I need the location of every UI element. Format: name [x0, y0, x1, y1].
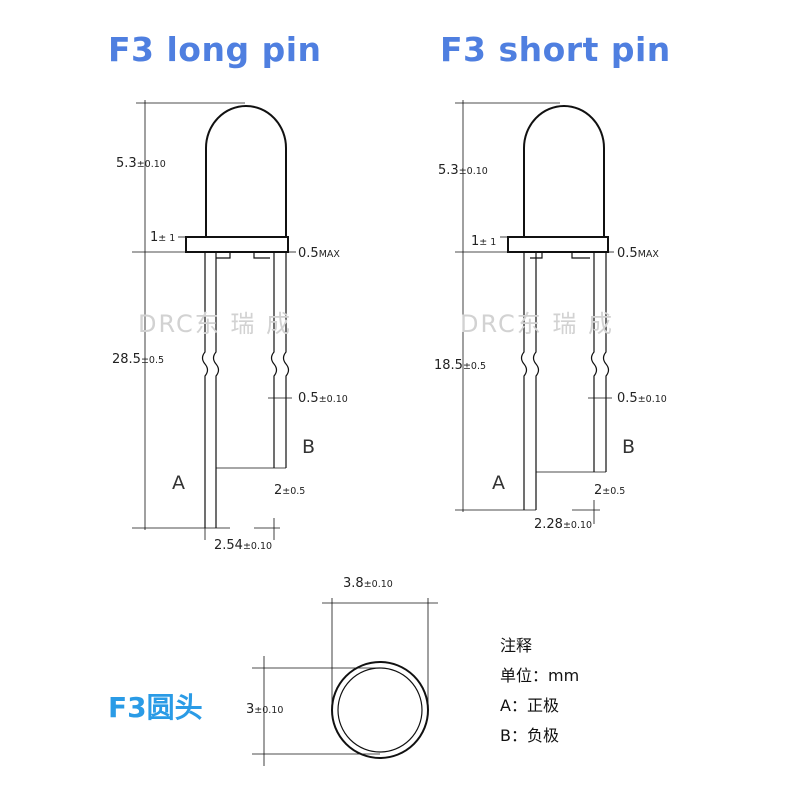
long-pin-b: [270, 252, 278, 468]
short-pin-title: F3 short pin: [440, 30, 671, 69]
watermark-right: DRC东 瑞 成: [460, 310, 614, 338]
long-led-dome: [205, 105, 287, 237]
long-pin-led: [132, 100, 296, 540]
short-pin-b-label: B: [622, 436, 636, 458]
round-head-top-view: [252, 598, 438, 766]
watermark-left: DRC东 瑞 成: [138, 310, 292, 338]
long-dim-pin-width: 0.5±0.10: [298, 391, 348, 406]
short-dim-pin-width: 0.5±0.10: [617, 391, 667, 406]
short-pin-b: [590, 252, 598, 472]
short-pin-a-label: A: [492, 472, 505, 494]
long-dim-pin-length: 28.5±0.5: [112, 352, 165, 367]
short-dim-dome-height: 5.3±0.10: [438, 163, 488, 178]
notes-title: 注释: [500, 636, 533, 655]
notes-cathode: B：负极: [500, 726, 559, 745]
short-dim-pin-length: 18.5±0.5: [434, 358, 487, 373]
round-head-outer: [331, 661, 429, 759]
long-dim-gap: 0.5MAX: [298, 246, 340, 261]
short-dim-gap: 0.5MAX: [617, 246, 659, 261]
round-head-label: F3圆头: [108, 691, 203, 724]
short-dim-pitch: 2.28±0.10: [534, 517, 593, 532]
long-dim-dome-height: 5.3±0.10: [116, 156, 166, 171]
long-pin-b-label: B: [302, 436, 316, 458]
notes-block: 注释 单位：mm A：正极 B：负极: [500, 636, 579, 756]
notes-anode: A：正极: [500, 696, 559, 715]
long-dim-flange: 1± 1: [150, 230, 176, 245]
long-pin-a: [201, 252, 209, 528]
long-pin-a-label: A: [172, 472, 185, 494]
short-pin-led: [455, 100, 614, 524]
long-dim-offset: 2±0.5: [274, 483, 306, 498]
long-pin-title: F3 long pin: [108, 30, 322, 69]
short-dim-flange: 1± 1: [471, 234, 497, 249]
top-dim-height: 3±0.10: [246, 702, 284, 717]
long-dim-pitch: 2.54±0.10: [214, 538, 273, 553]
short-led-flange: [507, 236, 609, 253]
short-led-dome: [523, 105, 605, 237]
short-pin-a: [520, 252, 528, 510]
top-dim-width: 3.8±0.10: [343, 576, 393, 591]
notes-unit: 单位：mm: [500, 666, 580, 685]
long-led-flange: [185, 236, 289, 253]
short-dim-offset: 2±0.5: [594, 483, 626, 498]
